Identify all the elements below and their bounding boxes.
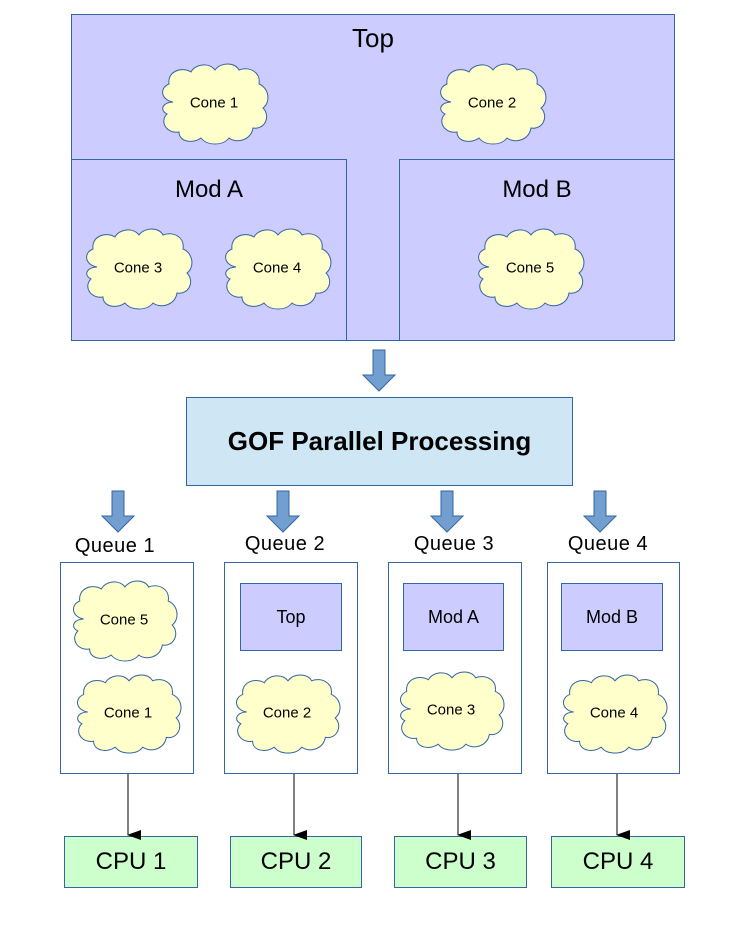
cone-label: Cone 2 (467, 94, 517, 112)
queue-label: Queue 1 (74, 535, 156, 557)
cpu-box: CPU 1 (64, 836, 198, 888)
cloud-icon (229, 673, 345, 753)
cone-cloud: Cone 2 (229, 673, 345, 753)
queue-module-mod-a: Mod A (403, 583, 504, 651)
cone-cloud: Cone 3 (79, 227, 197, 309)
module-label: Mod A (427, 606, 480, 627)
module-label: Mod B (585, 606, 639, 627)
block-arrow-down-icon (582, 490, 618, 533)
cloud-icon (70, 673, 186, 753)
cone-label: Cone 5 (99, 611, 149, 629)
cone-label: Cone 1 (189, 94, 239, 112)
mod-a-title: Mod A (174, 176, 244, 203)
cpu-box: CPU 2 (230, 836, 362, 888)
cone-label: Cone 4 (252, 259, 302, 277)
cpu-label: CPU 1 (95, 848, 167, 875)
queue-label: Queue 2 (244, 533, 326, 555)
cpu-label: CPU 2 (260, 848, 332, 875)
cloud-icon (471, 227, 589, 309)
block-arrow-down-icon (361, 349, 397, 392)
cone-cloud: Cone 2 (433, 62, 551, 144)
queue-label: Queue 3 (413, 533, 495, 555)
cpu-box: CPU 3 (394, 836, 527, 888)
cpu-label: CPU 4 (582, 848, 654, 875)
cloud-icon (556, 673, 672, 753)
cone-cloud: Cone 5 (66, 579, 182, 661)
cone-cloud: Cone 1 (70, 673, 186, 753)
cone-cloud: Cone 4 (556, 673, 672, 753)
cone-label: Cone 1 (103, 704, 153, 722)
cone-label: Cone 2 (262, 704, 312, 722)
cloud-icon (218, 227, 336, 309)
cone-label: Cone 3 (426, 701, 476, 719)
block-arrow-down-icon (265, 490, 301, 533)
cloud-icon (79, 227, 197, 309)
block-arrow-down-icon (100, 490, 136, 533)
cone-label: Cone 4 (589, 704, 639, 722)
cone-cloud: Cone 1 (155, 62, 273, 144)
top-module-title: Top (352, 23, 394, 53)
queue-module-mod-b: Mod B (561, 583, 663, 651)
cloud-icon (66, 579, 182, 661)
queue-label: Queue 4 (567, 533, 649, 555)
cpu-label: CPU 3 (425, 848, 496, 875)
cone-cloud: Cone 3 (393, 670, 509, 750)
mod-b-title: Mod B (502, 176, 572, 203)
process-label: GOF Parallel Processing (227, 426, 532, 456)
cpu-box: CPU 4 (551, 836, 685, 888)
cloud-icon (433, 62, 551, 144)
cone-cloud: Cone 4 (218, 227, 336, 309)
gof-parallel-processing-box: GOF Parallel Processing (186, 397, 573, 486)
cloud-icon (155, 62, 273, 144)
module-label: Top (276, 606, 306, 627)
queue-module-top: Top (240, 583, 342, 651)
block-arrow-down-icon (429, 490, 465, 533)
cone-label: Cone 5 (505, 259, 555, 277)
cone-cloud: Cone 5 (471, 227, 589, 309)
cone-label: Cone 3 (113, 259, 163, 277)
cloud-icon (393, 670, 509, 750)
